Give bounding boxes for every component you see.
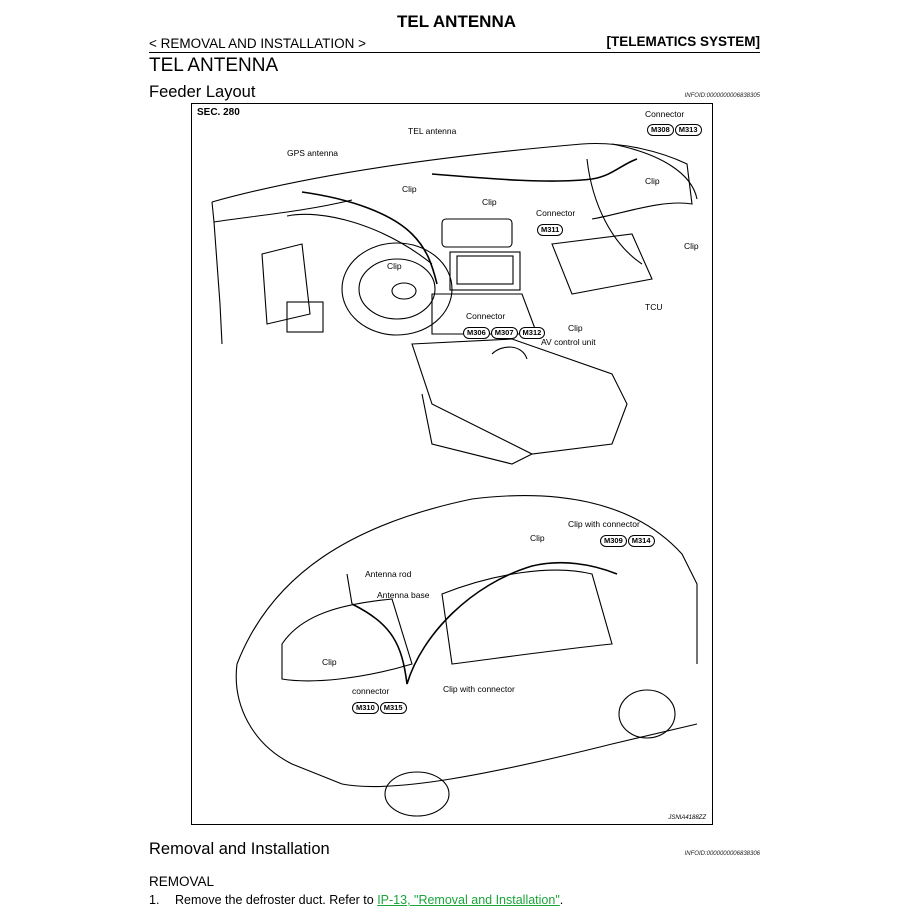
document-title: TEL ANTENNA: [397, 12, 516, 31]
feeder-layout-drawing: [211, 142, 698, 817]
clip-label-front: Clip: [322, 657, 337, 667]
section-title: TEL ANTENNA: [149, 55, 279, 76]
removal-installation-nav-link[interactable]: < REMOVAL AND INSTALLATION >: [149, 36, 367, 51]
antenna-rod-label: Antenna rod: [365, 569, 412, 579]
removal-installation-infoid: INFOID:0000000006838306: [684, 851, 760, 857]
rear-wheel: [618, 689, 676, 739]
front-wheel: [384, 771, 450, 817]
feeder-layout-figure: SEC. 280 TEL antenna GPS antenna Connect…: [191, 103, 713, 825]
tcu-label: TCU: [645, 302, 663, 312]
tel-antenna-label: TEL antenna: [408, 126, 457, 136]
steering-wheel: [341, 242, 453, 336]
connector-badge-m308: M308: [647, 124, 674, 136]
connector-group-mid: M311: [537, 219, 564, 237]
removal-step-1: 1. Remove the defroster duct. Refer to IP…: [149, 893, 563, 907]
av-control-unit-shape: [449, 251, 521, 291]
connector-badge-m306: M306: [463, 327, 490, 339]
connector-label-mid: Connector: [536, 208, 576, 218]
connector-badge-m313: M313: [674, 124, 702, 136]
car-front-outline: [235, 663, 343, 785]
clip-label-6: Clip: [568, 323, 583, 333]
connector-badge-m315: M315: [379, 702, 407, 714]
step-text: Remove the defroster duct. Refer to: [175, 893, 378, 907]
connector-badge-m309: M309: [600, 535, 627, 547]
clip-label-5: Clip: [387, 261, 402, 271]
gps-antenna-label: GPS antenna: [287, 148, 339, 158]
antenna-base-label: Antenna base: [377, 590, 430, 600]
connector-badge-m314: M314: [627, 535, 655, 547]
dashboard-top-outline: [211, 142, 693, 220]
dashboard-left-side: [213, 221, 223, 345]
av-control-unit-label: AV control unit: [541, 337, 596, 347]
connector-label-low: Connector: [466, 311, 506, 321]
connector-badge-m310: M310: [352, 702, 379, 714]
header-divider: [149, 52, 760, 53]
connector-badge-m312: M312: [518, 327, 546, 339]
figure-code: JSNIA4188ZZ: [668, 815, 706, 821]
removal-subheading: REMOVAL: [149, 874, 215, 889]
feeder-layout-heading: Feeder Layout: [149, 83, 256, 101]
clip-label-2: Clip: [645, 176, 660, 186]
center-console-shape: [411, 338, 628, 455]
section-tag: [TELEMATICS SYSTEM]: [606, 34, 761, 49]
dashboard-cowl: [286, 213, 433, 265]
tcu-shape: [551, 233, 653, 295]
connector-label-top: Connector: [645, 109, 685, 119]
clip-label-roof: Clip: [530, 533, 545, 543]
clip-with-connector-label-front: Clip with connector: [443, 684, 515, 694]
clip-label-3: Clip: [482, 197, 497, 207]
connector-badge-m311: M311: [537, 224, 564, 236]
feeder-layout-infoid: INFOID:0000000006838305: [684, 93, 760, 99]
connector-badge-m307: M307: [490, 327, 518, 339]
antenna-rod: [346, 573, 353, 605]
removal-installation-heading: Removal and Installation: [149, 840, 330, 858]
section-number: SEC. 280: [197, 107, 240, 118]
clip-label-1: Clip: [402, 184, 417, 194]
clip-label-4: Clip: [684, 241, 699, 251]
step-end: .: [559, 893, 564, 907]
connector-label-front: connector: [352, 686, 390, 696]
dashboard-edge: [211, 199, 353, 223]
feeder-cable-roof: [351, 561, 618, 685]
car-roof-outline: [236, 495, 698, 665]
ip-13-reference-link[interactable]: IP-13, "Removal and Installation": [377, 893, 560, 907]
feeder-cable-dash: [301, 191, 438, 285]
step-number: 1.: [149, 893, 160, 907]
clip-with-connector-label-roof: Clip with connector: [568, 519, 640, 529]
